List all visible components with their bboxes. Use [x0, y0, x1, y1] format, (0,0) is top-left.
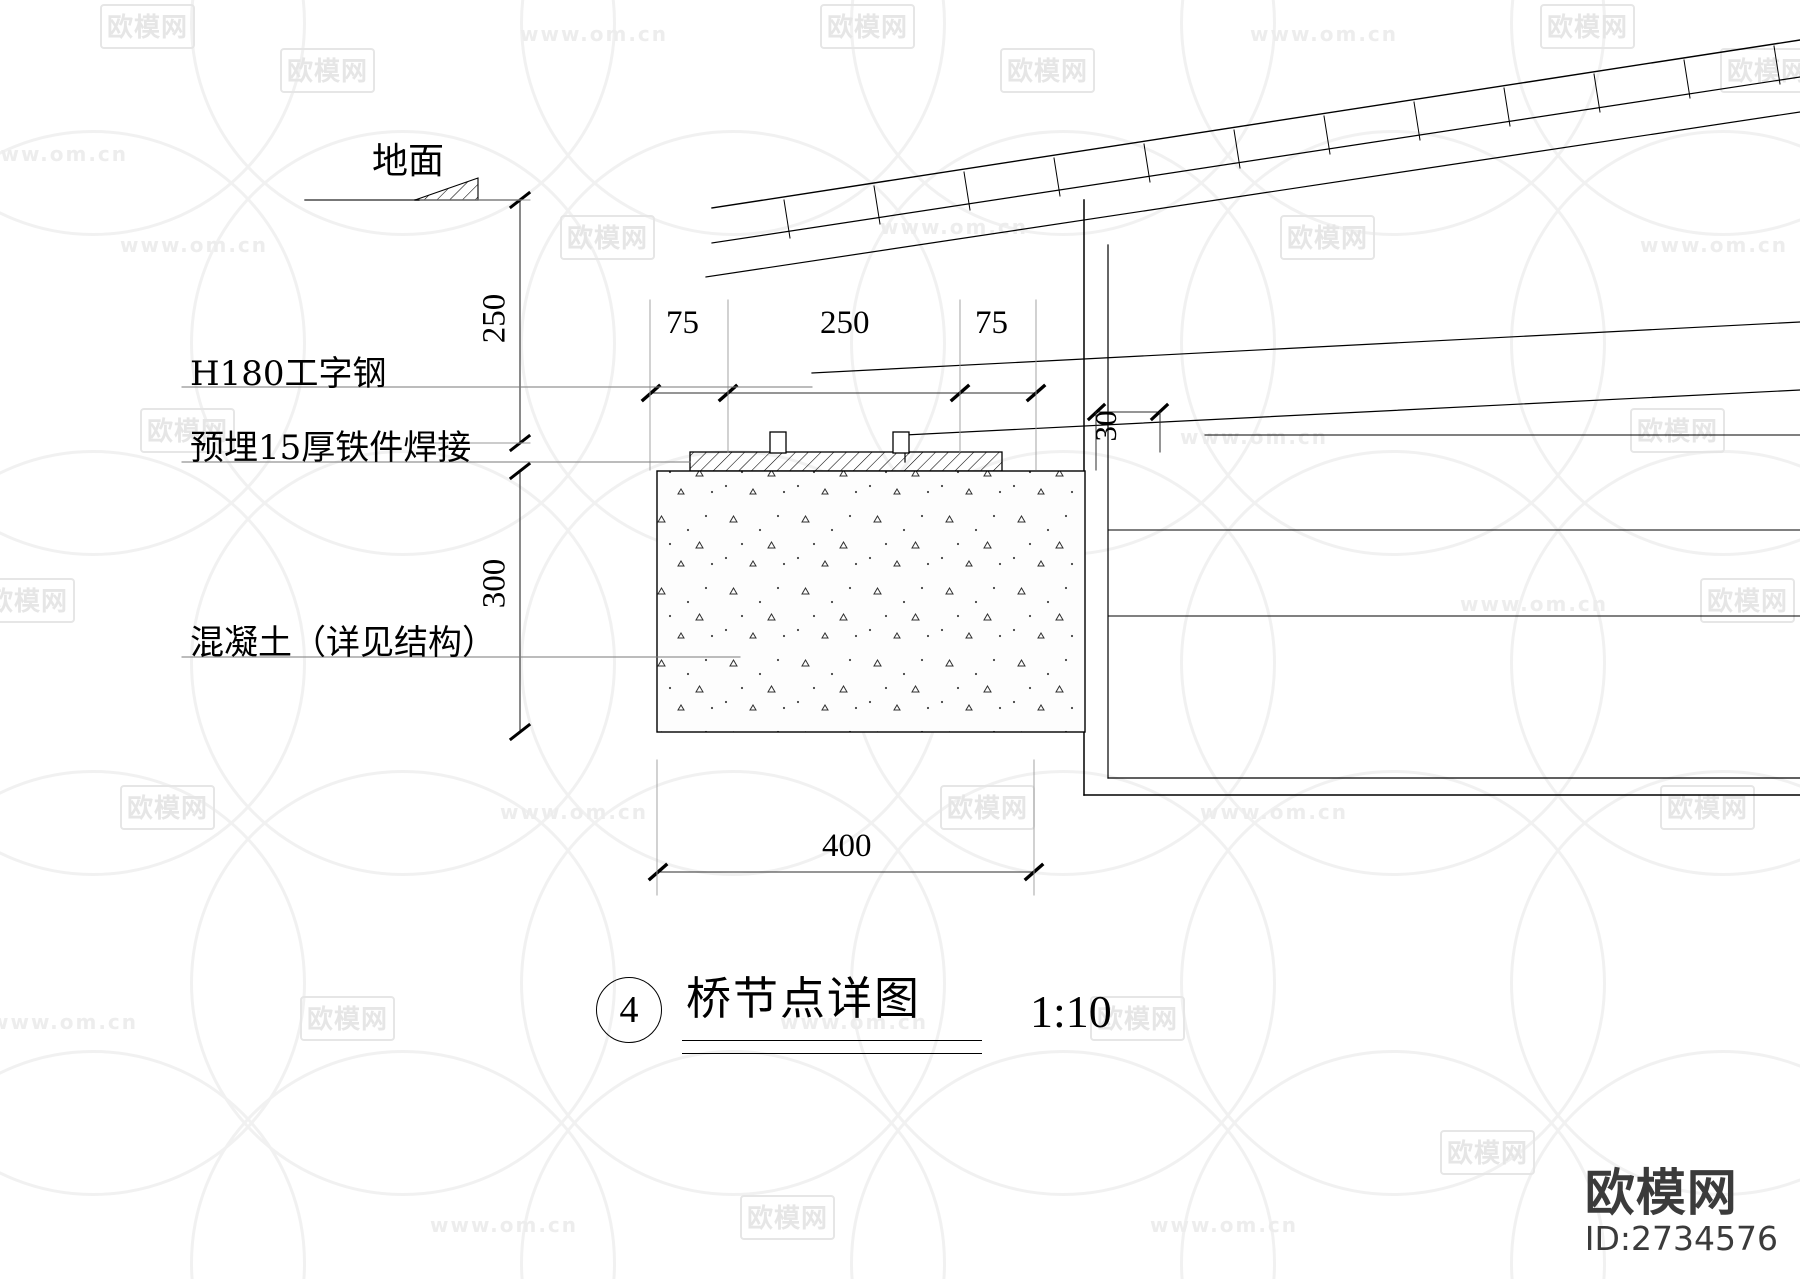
label-concrete: 混凝土（详见结构）	[190, 623, 496, 663]
title-underline-bottom	[682, 1053, 982, 1055]
leader-lines	[181, 386, 813, 658]
dimension-text-75-left: 75	[666, 305, 699, 341]
detail-number-badge: 4	[596, 977, 662, 1043]
dimension-text-250-horizontal: 250	[820, 305, 870, 341]
drawing-scale: 1:10	[1030, 986, 1112, 1037]
dimension-row-top	[640, 299, 1047, 471]
dimension-text-400-horizontal: 400	[822, 828, 872, 864]
label-steel-beam: H180工字钢	[190, 354, 387, 394]
label-embedded-plate: 预埋15厚铁件焊接	[190, 428, 472, 468]
brand-id: ID:2734576	[1584, 1218, 1778, 1258]
title-underline-top	[682, 1040, 982, 1042]
bridge-deck	[705, 39, 1800, 278]
brand-name: 欧模网	[1584, 1163, 1738, 1222]
label-ground: 地面	[372, 141, 445, 182]
geometry-group	[181, 39, 1800, 896]
dimension-text-75-right: 75	[975, 305, 1008, 341]
brand-block: 欧模网 ID:2734576	[1584, 1163, 1778, 1258]
drawing-title: 桥节点详图	[686, 972, 922, 1025]
concrete-footing	[656, 470, 1086, 733]
dimension-30-vertical	[1086, 402, 1170, 471]
